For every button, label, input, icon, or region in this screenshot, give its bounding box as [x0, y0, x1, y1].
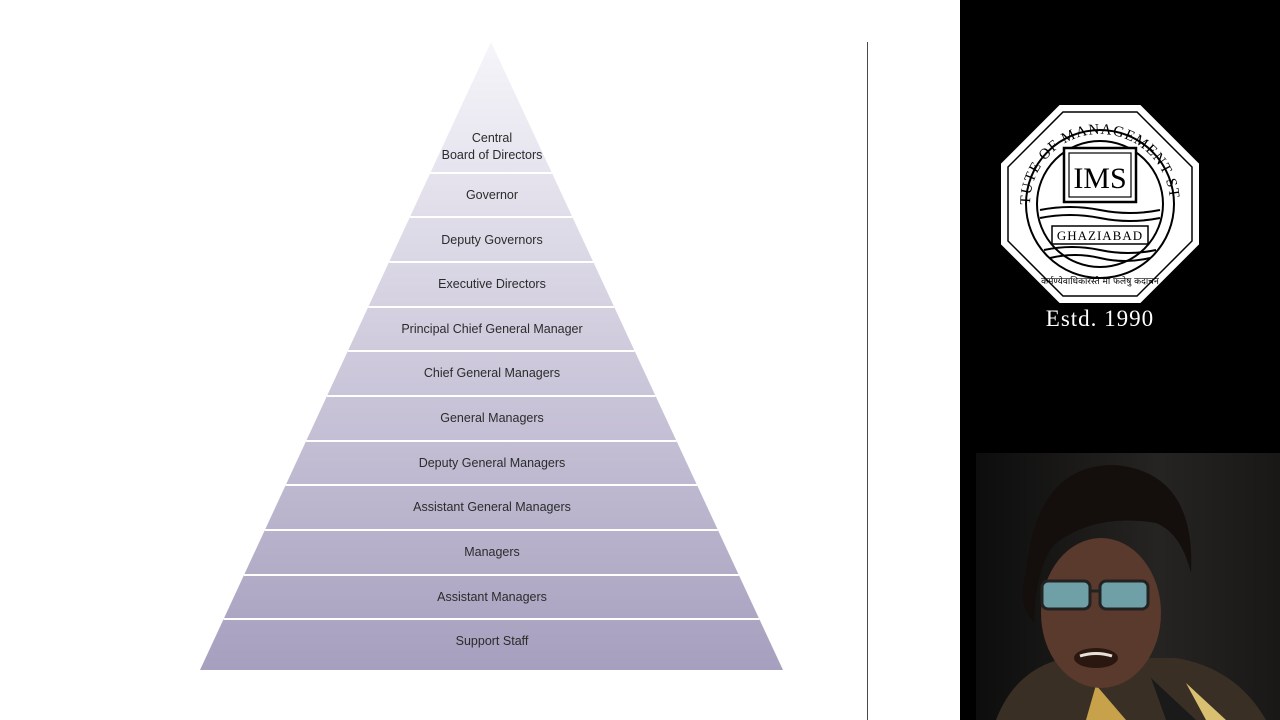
- pyramid-level-label: General Managers: [440, 410, 544, 425]
- institute-sidebar: INSTITUTE OF MANAGEMENT STUDIES IMS GHAZ…: [960, 0, 1280, 720]
- pyramid-shape: [200, 42, 783, 670]
- pyramid-level-label: Governor: [465, 187, 519, 202]
- logo-motto-text: कर्मण्येवाधिकारस्ते मा फलेषु कदाचन: [1041, 275, 1160, 287]
- ims-logo: INSTITUTE OF MANAGEMENT STUDIES IMS GHAZ…: [1000, 104, 1199, 303]
- logo-ghaziabad-text: GHAZIABAD: [1057, 228, 1143, 243]
- pyramid-level-label: Support Staff: [455, 633, 529, 648]
- presenter-webcam: [976, 453, 1280, 720]
- pyramid-separators: [223, 172, 760, 620]
- pyramid-level-label: Executive Directors: [438, 276, 546, 291]
- pyramid-level-label: Deputy Governors: [441, 232, 543, 247]
- presenter-video-icon: [976, 453, 1280, 720]
- established-year: Estd. 1990: [1045, 306, 1155, 331]
- pyramid-level-label: Principal Chief General Manager: [401, 321, 583, 336]
- pyramid-level-label: Managers: [464, 544, 520, 559]
- pyramid-level-label: Deputy General Managers: [418, 455, 566, 470]
- logo-ims-text: IMS: [1073, 162, 1126, 195]
- pyramid-level-label: Assistant Managers: [437, 589, 547, 604]
- pyramid-level-label: Chief General Managers: [423, 365, 561, 380]
- slide-divider-line: [867, 42, 868, 720]
- pyramid-level-label: Assistant General Managers: [413, 499, 571, 514]
- pyramid-diagram: [200, 42, 783, 670]
